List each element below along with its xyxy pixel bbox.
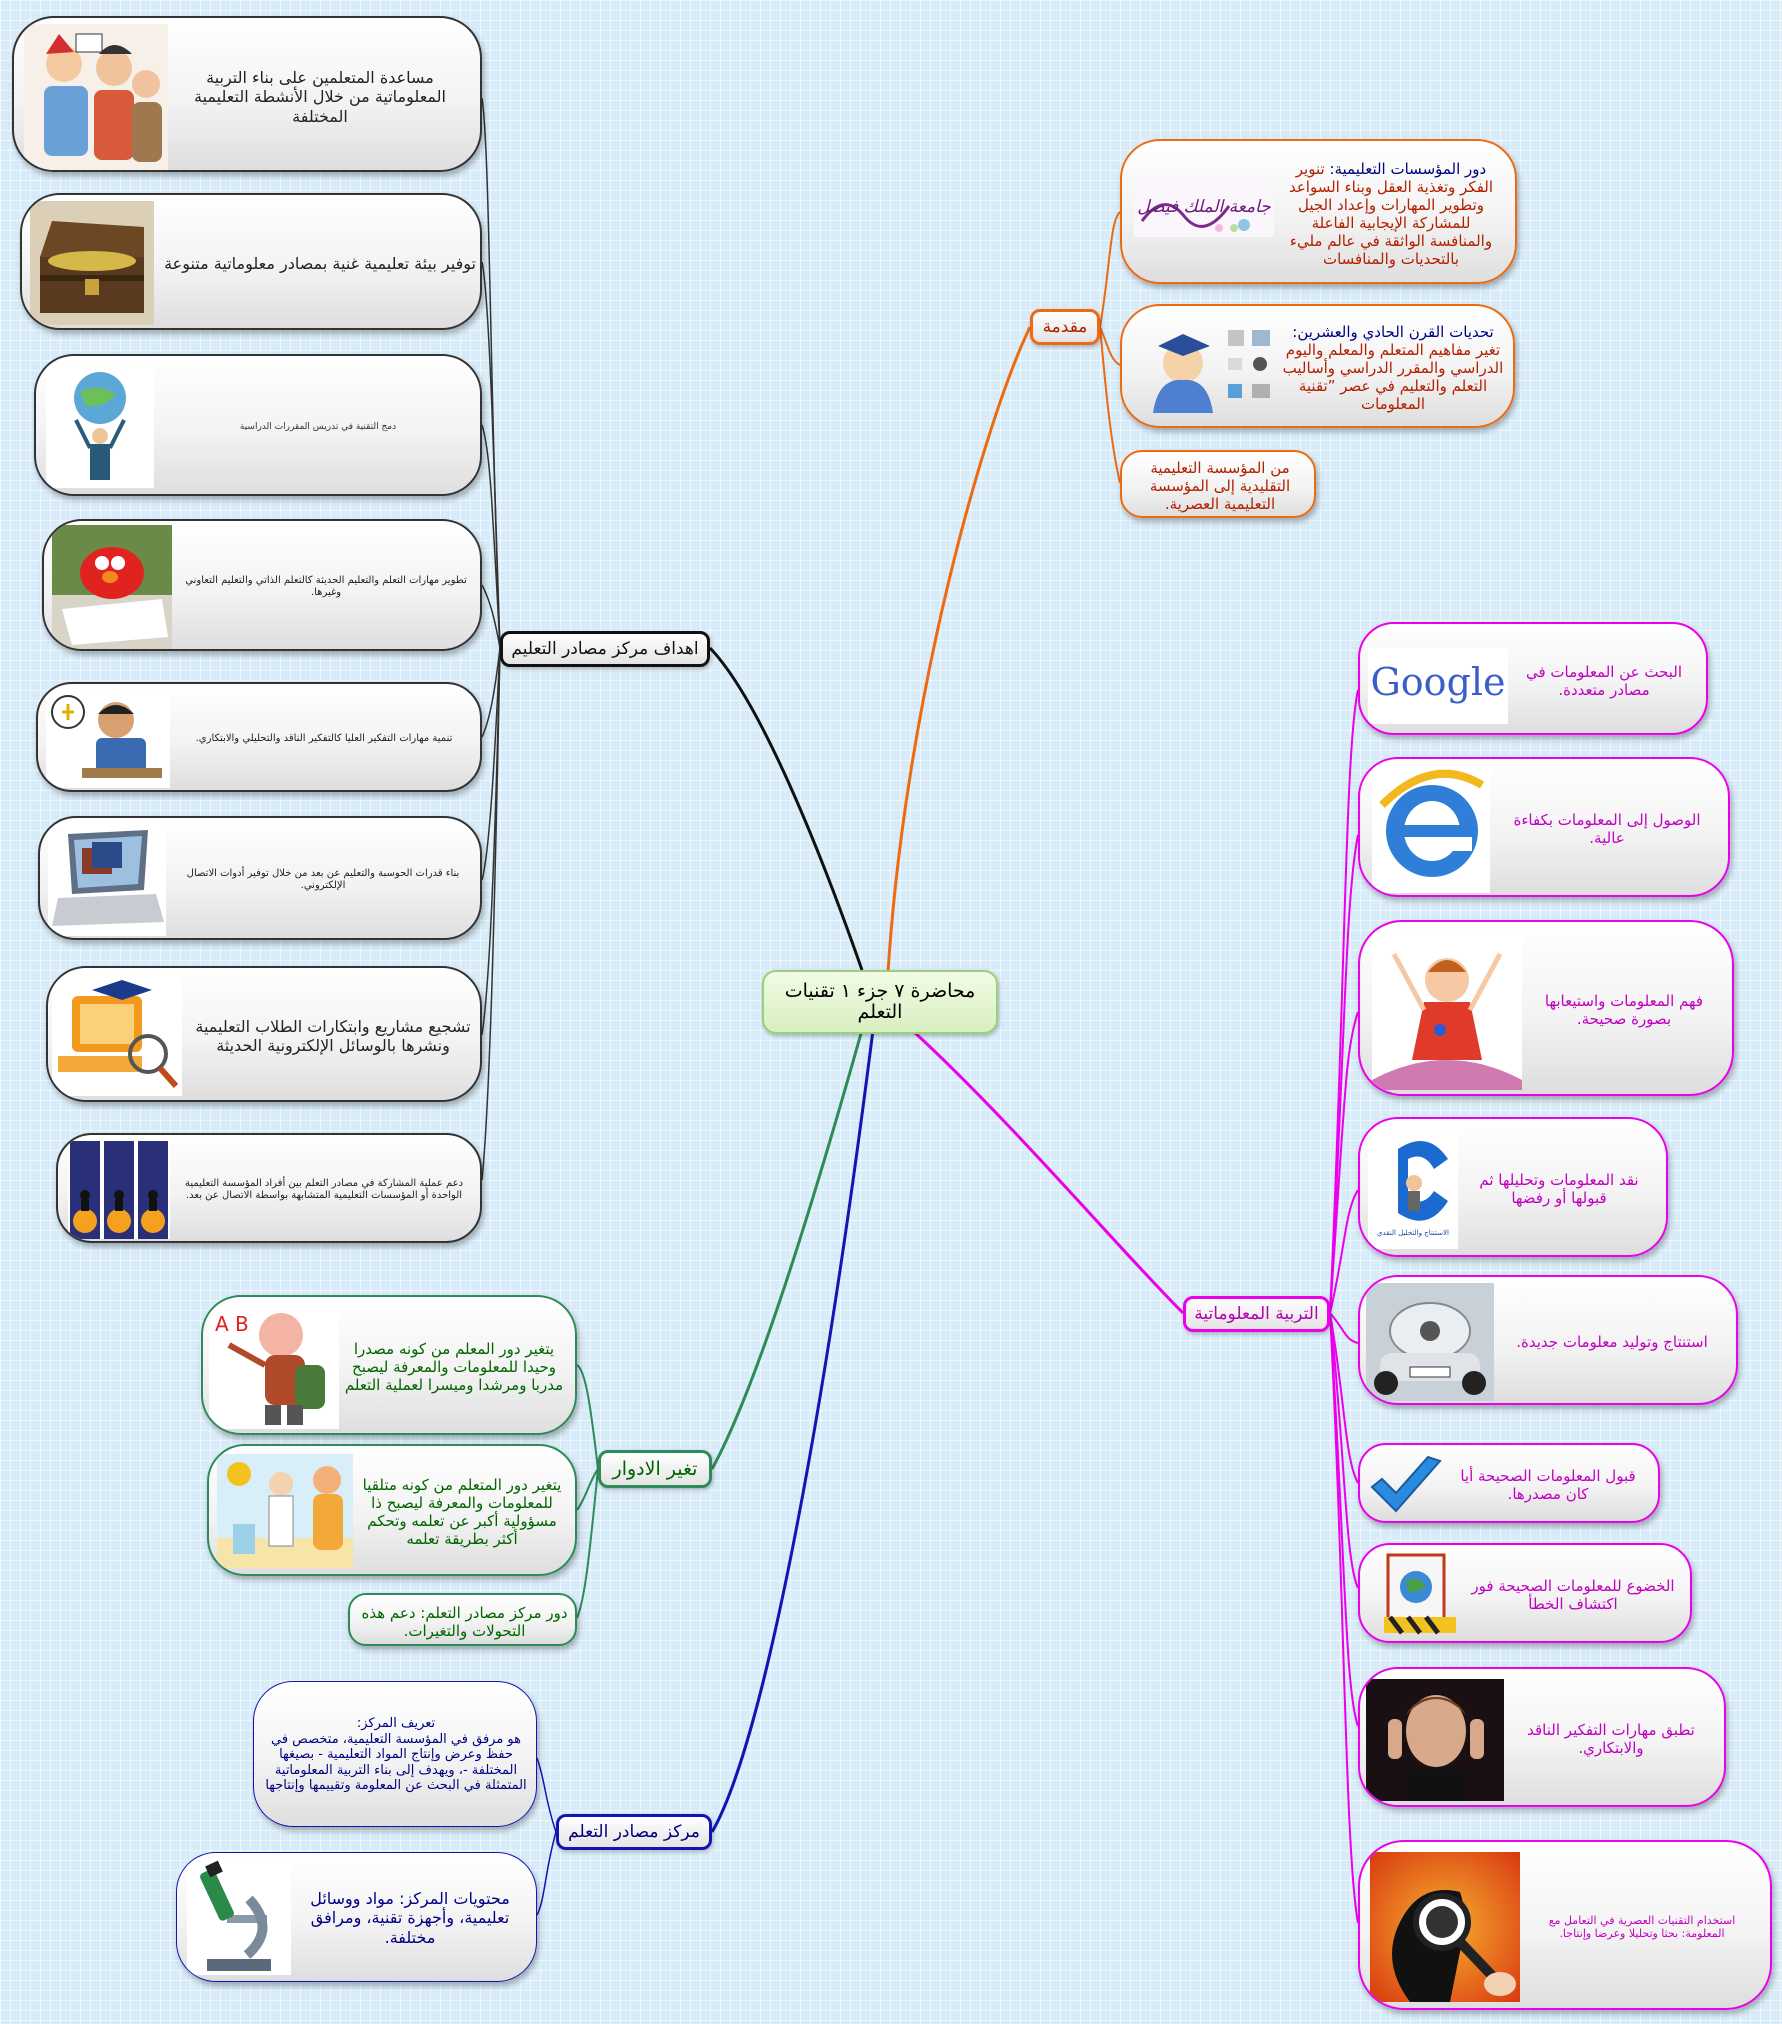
- ab-letters: A B: [215, 1312, 249, 1336]
- document-globe-icon: [1378, 1551, 1462, 1639]
- roles-item-2[interactable]: يتغير دور المتعلم من كونه متلقيا للمعلوم…: [207, 1444, 577, 1576]
- university-logo-text: جامعة الملك فيصل: [1137, 196, 1271, 217]
- internet-explorer-icon: [1372, 765, 1490, 893]
- treasure-chest-image: [30, 201, 154, 325]
- literacy-item-3-text: فهم المعلومات واستيعابها بصورة صحيحة.: [1544, 992, 1704, 1028]
- thinking-man-image: [1366, 1679, 1504, 1801]
- intro-item-3-text: من المؤسسة التعليمية التقليدية إلى المؤس…: [1149, 459, 1291, 513]
- goal-item-2-text: توفير بيئة تعليمية غنية بمصادر معلوماتية…: [164, 253, 476, 273]
- goal-item-3-text: دمج التقنية في تدريس المقررات الدراسية: [239, 421, 397, 432]
- literacy-item-5[interactable]: استنتاج وتوليد معلومات جديدة.: [1358, 1275, 1738, 1405]
- happy-girl-image: [1372, 930, 1522, 1090]
- goal-item-2[interactable]: توفير بيئة تعليمية غنية بمصادر معلوماتية…: [20, 193, 482, 330]
- magnifier-head-image: [1370, 1852, 1520, 2002]
- intro-item-1[interactable]: جامعة الملك فيصل دور المؤسسات التعليمية:…: [1120, 139, 1517, 284]
- goal-item-4-text: تطوير مهارات التعلم والتعليم الحديثة كال…: [185, 575, 467, 598]
- branch-goals[interactable]: اهداف مركز مصادر التعليم: [500, 631, 710, 667]
- university-logo-image: جامعة الملك فيصل: [1134, 181, 1274, 237]
- intro-item-1-text: دور المؤسسات التعليمية: تنوير الفكر وتغذ…: [1288, 159, 1494, 268]
- graduate-icon-image: [1148, 318, 1278, 414]
- literacy-item-6-text: قبول المعلومات الصحيحة أيا كان مصدرها.: [1460, 1467, 1636, 1503]
- silhouette-figures-image: [68, 1141, 170, 1239]
- microscope-image: [187, 1859, 291, 1975]
- checkmark-icon: [1368, 1453, 1444, 1517]
- goal-item-7[interactable]: تشجيع مشاريع وابتكارات الطلاب التعليمية …: [46, 966, 482, 1102]
- teacher-cartoon-image: A B: [209, 1305, 339, 1429]
- goal-item-1-text: مساعدة المتعلمين على بناء التربية المعلو…: [194, 68, 446, 126]
- laptop-books-image: [48, 824, 166, 936]
- branch-literacy[interactable]: التربية المعلوماتية: [1183, 1296, 1330, 1332]
- literacy-item-7-text: الخضوع للمعلومات الصحيحة فور اكتشاف الخط…: [1471, 1577, 1675, 1613]
- goal-item-8-text: دعم عملية المشاركة في مصادر التعلم بين أ…: [184, 1178, 464, 1201]
- concept-car-image: [1366, 1283, 1494, 1401]
- literacy-item-6[interactable]: قبول المعلومات الصحيحة أيا كان مصدرها.: [1358, 1443, 1660, 1523]
- thinking-boy-image: [46, 690, 170, 788]
- analysis-cube-caption: الاستنتاج والتحليل النقدي: [1377, 1229, 1449, 1237]
- goal-item-6[interactable]: بناء قدرات الحوسبة والتعليم عن بعد من خل…: [38, 816, 482, 940]
- goal-item-8[interactable]: دعم عملية المشاركة في مصادر التعلم بين أ…: [56, 1133, 482, 1243]
- goal-item-6-text: بناء قدرات الحوسبة والتعليم عن بعد من خل…: [186, 868, 460, 891]
- roles-item-3[interactable]: دور مركز مصادر التعلم: دعم هذه التحولات …: [348, 1593, 577, 1646]
- classroom-cartoon-image: [217, 1454, 353, 1568]
- literacy-item-8[interactable]: تطبق مهارات التفكير الناقد والابتكاري.: [1358, 1667, 1726, 1807]
- literacy-item-2[interactable]: الوصول إلى المعلومات بكفاءة عالية.: [1358, 757, 1730, 897]
- google-logo-image: Google: [1368, 648, 1508, 724]
- literacy-item-9-text: استخدام التقنيات العصرية في التعامل مع ا…: [1548, 1913, 1736, 1940]
- goal-item-1[interactable]: مساعدة المتعلمين على بناء التربية المعلو…: [12, 16, 482, 172]
- analysis-cube-image: الاستنتاج والتحليل النقدي: [1368, 1129, 1458, 1249]
- center-title: محاضرة ٧ جزء ١ تقنيات التعلم: [784, 980, 976, 1023]
- center-topic[interactable]: محاضرة ٧ جزء ١ تقنيات التعلم: [762, 970, 998, 1034]
- goal-item-5[interactable]: تنمية مهارات التفكير العليا كالتفكير الن…: [36, 682, 482, 792]
- literacy-item-2-text: الوصول إلى المعلومات بكفاءة عالية.: [1513, 811, 1701, 847]
- center-definition-text: تعريف المركز: هو مرفق في المؤسسة التعليم…: [265, 1716, 527, 1794]
- branch-roles[interactable]: تغير الادوار: [598, 1450, 712, 1488]
- center-contents-text: محتويات المركز: مواد ووسائل تعليمية، وأج…: [310, 1889, 510, 1947]
- goal-item-4[interactable]: تطوير مهارات التعلم والتعليم الحديثة كال…: [42, 519, 482, 651]
- cartoon-people-image: [24, 24, 168, 170]
- intro-item-3[interactable]: من المؤسسة التعليمية التقليدية إلى المؤس…: [1120, 450, 1316, 518]
- goal-item-7-text: تشجيع مشاريع وابتكارات الطلاب التعليمية …: [195, 1016, 471, 1055]
- intro-item-2[interactable]: تحديات القرن الحادي والعشرين: تغير مفاهي…: [1120, 304, 1515, 428]
- roles-item-3-text: دور مركز مصادر التعلم: دعم هذه التحولات …: [361, 1603, 568, 1640]
- literacy-item-7[interactable]: الخضوع للمعلومات الصحيحة فور اكتشاف الخط…: [1358, 1543, 1692, 1643]
- literacy-item-9[interactable]: استخدام التقنيات العصرية في التعامل مع ا…: [1358, 1840, 1772, 2010]
- center-definition[interactable]: تعريف المركز: هو مرفق في المؤسسة التعليم…: [253, 1681, 537, 1827]
- literacy-item-4-text: نقد المعلومات وتحليلها ثم قبولها أو رفضه…: [1479, 1171, 1639, 1207]
- google-logo-text: Google: [1370, 660, 1506, 704]
- branch-intro[interactable]: مقدمة: [1030, 309, 1100, 345]
- center-contents[interactable]: محتويات المركز: مواد ووسائل تعليمية، وأج…: [176, 1852, 537, 1982]
- literacy-item-8-text: تطبق مهارات التفكير الناقد والابتكاري.: [1527, 1721, 1695, 1757]
- goal-item-5-text: تنمية مهارات التفكير العليا كالتفكير الن…: [195, 733, 453, 744]
- elmo-toy-image: [52, 525, 172, 649]
- roles-item-2-text: يتغير دور المتعلم من كونه متلقيا للمعلوم…: [362, 1476, 562, 1548]
- literacy-item-4[interactable]: الاستنتاج والتحليل النقدي نقد المعلومات …: [1358, 1117, 1668, 1257]
- literacy-item-1-text: البحث عن المعلومات في مصادر متعددة.: [1525, 662, 1683, 699]
- literacy-item-1[interactable]: Google البحث عن المعلومات في مصادر متعدد…: [1358, 622, 1708, 735]
- literacy-item-3[interactable]: فهم المعلومات واستيعابها بصورة صحيحة.: [1358, 920, 1734, 1096]
- branch-center[interactable]: مركز مصادر التعلم: [556, 1814, 712, 1850]
- literacy-item-5-text: استنتاج وتوليد معلومات جديدة.: [1516, 1333, 1708, 1351]
- roles-item-1[interactable]: A B يتغير دور المعلم من كونه مصدرا وحيدا…: [201, 1295, 577, 1435]
- computer-graduation-image: [52, 976, 182, 1096]
- intro-item-2-text: تحديات القرن الحادي والعشرين: تغير مفاهي…: [1282, 323, 1504, 413]
- globe-person-image: [46, 364, 154, 488]
- goal-item-3[interactable]: دمج التقنية في تدريس المقررات الدراسية: [34, 354, 482, 496]
- roles-item-1-text: يتغير دور المعلم من كونه مصدرا وحيدا للم…: [344, 1340, 564, 1394]
